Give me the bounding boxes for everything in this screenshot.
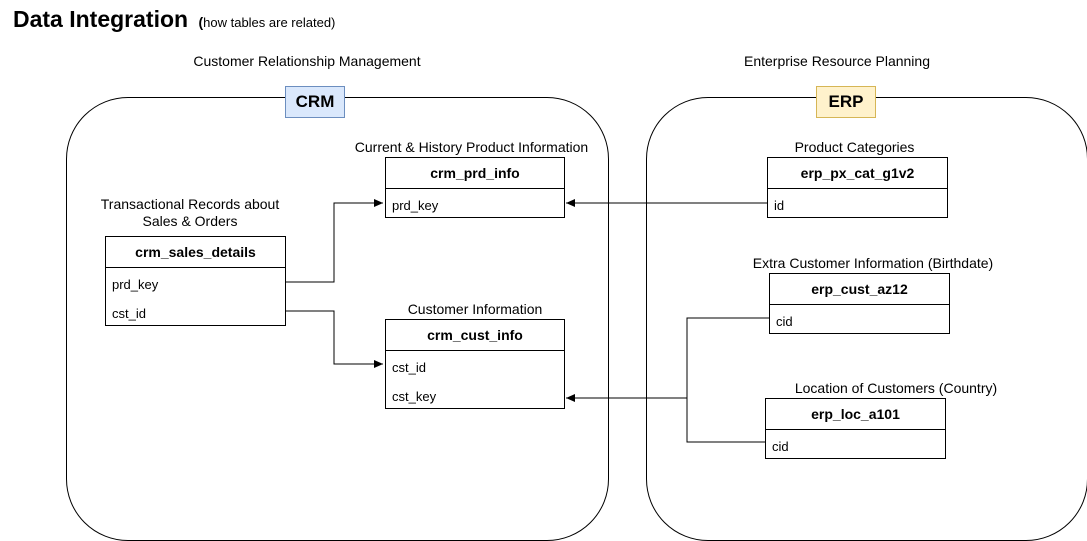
erp-badge: ERP <box>816 86 876 118</box>
field-cst-key: cst_key <box>392 389 437 404</box>
crm-badge: CRM <box>285 86 345 118</box>
table-erp-px-cat-g1v2: erp_px_cat_g1v2 id <box>767 157 948 218</box>
erp-caption: Enterprise Resource Planning <box>744 53 930 69</box>
table-name: crm_cust_info <box>386 320 564 351</box>
subtitle-paren: ( <box>198 14 204 30</box>
table-erp-loc-a101: erp_loc_a101 cid <box>765 398 946 459</box>
table-name: erp_px_cat_g1v2 <box>768 158 947 189</box>
subtitle-text: how tables are related) <box>203 15 336 30</box>
sales-details-caption-line2: Sales & Orders <box>142 213 238 229</box>
prd-info-caption: Current & History Product Information <box>354 139 589 155</box>
field-prd-key: prd_key <box>392 198 439 213</box>
table-crm-sales-details: crm_sales_details prd_key cst_id <box>105 236 286 326</box>
page-subtitle: (how tables are related) <box>198 14 335 30</box>
table-name: erp_cust_az12 <box>770 274 949 305</box>
table-crm-prd-info: crm_prd_info prd_key <box>385 157 565 218</box>
field-cid: cid <box>772 439 789 454</box>
table-name: crm_prd_info <box>386 158 564 189</box>
px-cat-caption: Product Categories <box>794 139 915 155</box>
field-cst-id: cst_id <box>112 306 146 321</box>
rel-sales-prd-key <box>286 199 383 283</box>
rel-loc-cst-key <box>686 398 765 443</box>
page-title-text: Data Integration <box>13 6 189 32</box>
table-crm-cust-info: crm_cust_info cst_id cst_key <box>385 319 565 409</box>
field-cst-id: cst_id <box>392 360 426 375</box>
table-name: crm_sales_details <box>106 237 285 268</box>
rel-sales-cst-id <box>286 310 383 368</box>
crm-caption: Customer Relationship Management <box>193 53 421 69</box>
field-prd-key: prd_key <box>112 277 159 292</box>
rel-az12-cst-key <box>566 317 769 402</box>
table-erp-cust-az12: erp_cust_az12 cid <box>769 273 950 334</box>
sales-details-caption: Transactional Records about Sales & Orde… <box>80 196 300 230</box>
loc-a101-caption: Location of Customers (Country) <box>794 380 998 396</box>
field-id: id <box>774 198 785 213</box>
cust-info-caption: Customer Information <box>407 301 543 317</box>
table-name: erp_loc_a101 <box>766 399 945 430</box>
cust-az12-caption: Extra Customer Information (Birthdate) <box>752 255 994 271</box>
field-cid: cid <box>776 314 793 329</box>
sales-details-caption-line1: Transactional Records about <box>100 196 280 212</box>
page-title: Data Integration (how tables are related… <box>13 6 335 33</box>
